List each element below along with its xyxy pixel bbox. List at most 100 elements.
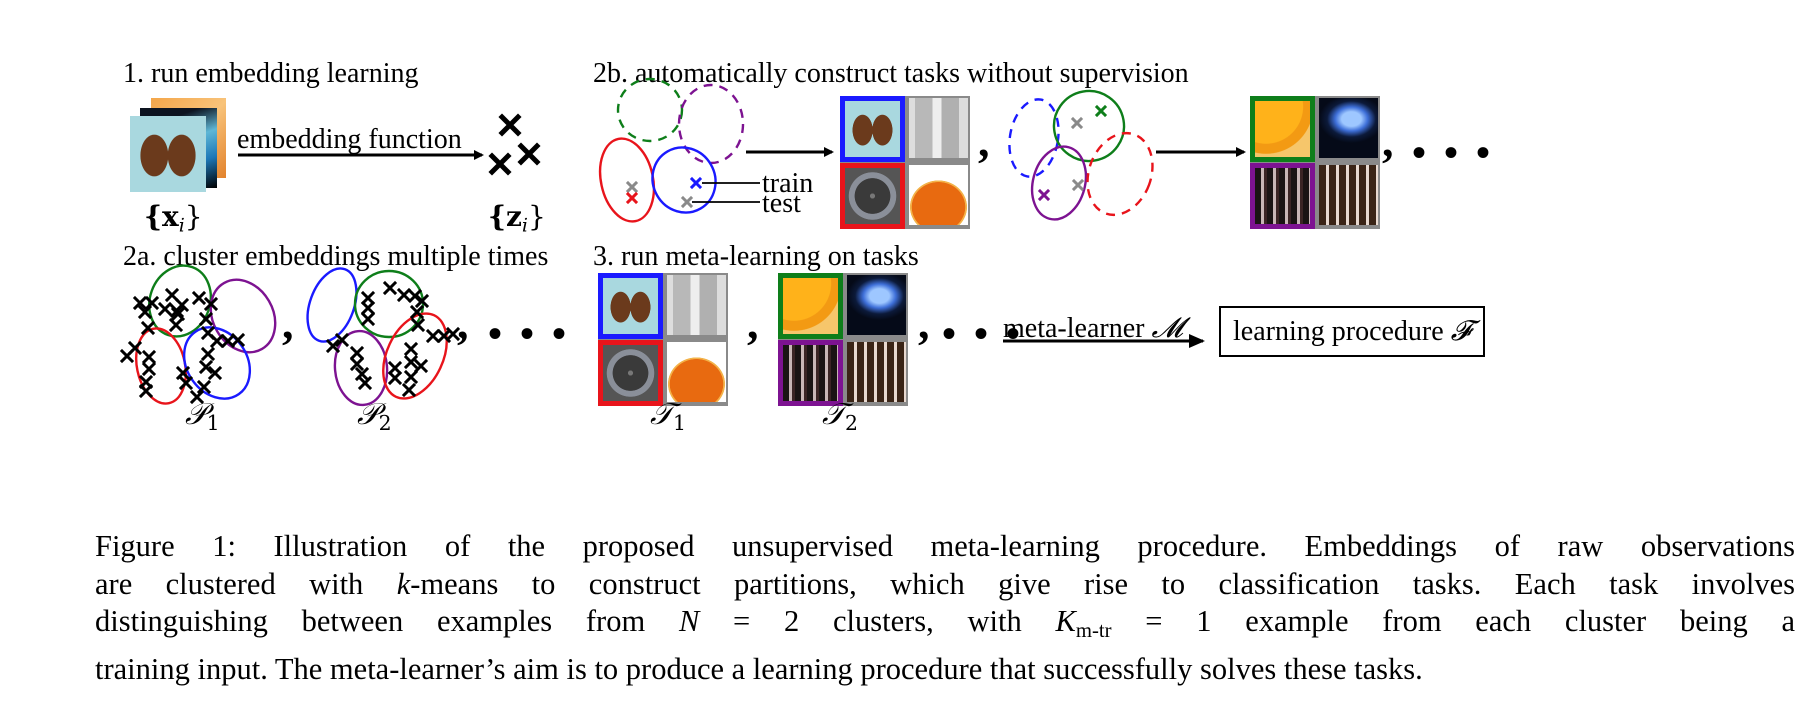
embedding-point-cross [413,358,429,374]
embedding-point-cross [141,361,157,377]
embedding-point-cross [349,345,365,361]
embedding-point-cross [170,306,186,322]
task-image-sandals [598,273,663,339]
step2b-title: 2b. automatically construct tasks withou… [593,58,1189,89]
task-image-speaker [840,163,905,229]
output-set-label: {zi} [488,200,546,237]
embedding-point-cross [203,296,219,312]
embedding-point-cross [403,354,419,370]
cluster-ellipse [598,137,656,223]
figure-graphics [119,77,1246,407]
test-label: test [762,188,801,219]
embedding-point-cross [174,297,190,313]
step1-title: 1. run embedding learning [123,58,419,89]
ellipsis: • • • [488,311,571,356]
cluster-ellipse [677,83,745,165]
task-image-jellyfish [847,275,906,335]
partition-1-label: 𝒫1 [185,397,220,436]
embedding-point-cross [191,290,207,306]
embedding-point-cross [396,287,412,303]
embedding-point-cross [403,341,419,357]
embedding-point-cross [178,375,194,391]
separator-comma: , [918,297,930,348]
embedding-point-cross [403,369,419,385]
task-image-jellyfish [1319,98,1378,158]
embedding-point-cross [360,290,376,306]
task-grid [840,96,970,229]
embedding-point-cross [498,113,522,137]
cluster-ellipse [1086,131,1154,217]
task-image-shakers [909,98,968,158]
embedding-point-cross [360,311,376,327]
cluster-ellipse [382,312,448,400]
embedding-point-cross [488,152,512,176]
embedding-point-cross [138,374,154,390]
embedding-function-label: embedding function [237,124,462,155]
embedding-point-cross [414,293,430,309]
input-set-label: {xi} [144,200,203,237]
cluster-ellipse [306,267,358,343]
embedding-point-cross [680,195,694,209]
embedding-point-cross [382,280,398,296]
embedding-point-cross [689,176,703,190]
embedding-point-cross [198,311,214,327]
embedding-point-cross [360,300,376,316]
raw-image-stack [130,98,230,194]
embedding-point-cross [1071,178,1085,192]
task-image-bottles [1319,165,1378,225]
embedding-point-cross [207,365,223,381]
embedding-point-cross [625,180,639,194]
cluster-ellipse [148,264,212,338]
embedding-point-cross [144,295,160,311]
figure-caption: Figure 1: Illustration of the proposed u… [95,528,1795,688]
meta-learner-label: meta-learner 𝓜 [1003,311,1183,344]
task-image-lipstick [1250,163,1315,229]
step3-title: 3. run meta-learning on tasks [593,241,919,272]
embedding-point-cross [334,332,350,348]
embedding-point-cross [409,304,425,320]
caption-line-1: Figure 1: Illustration of the proposed u… [95,529,1795,563]
embedding-point-cross [1037,188,1051,202]
cluster-ellipse [182,326,252,400]
caption-line-2: are clustered with k-means to construct … [95,566,1795,601]
embedding-point-cross [200,346,216,362]
separator-comma: , [747,297,759,348]
embedding-point-cross [1070,116,1084,130]
task-grid-t1 [598,273,728,406]
embedding-point-cross [625,191,639,205]
caption-line-3: distinguishing between examples from N =… [95,604,1796,643]
stack-image-front [130,116,206,192]
train-label: train [762,168,814,199]
task-image-sandals [840,96,905,162]
embedding-point-cross [175,365,191,381]
cluster-ellipse [651,146,717,214]
separator-comma: , [978,115,990,166]
cluster-ellipse [616,77,684,143]
embedding-point-cross [357,375,373,391]
task-image-lipstick [778,340,843,406]
embedding-point-cross [164,287,180,303]
partition-2-label: 𝒫2 [357,397,392,436]
task-grid [1250,96,1380,229]
cluster-ellipse [333,329,389,407]
task-grid-t2 [778,273,908,406]
separator-comma: , [282,297,294,348]
embedding-point-cross [445,326,461,342]
task-image-orange-slice [1250,96,1315,162]
embedding-point-cross [387,370,403,386]
embedding-point-cross [198,359,214,375]
task-image-shakers [667,275,726,335]
embedding-point-cross [220,333,236,349]
embedding-point-cross [387,360,403,376]
embedding-point-cross [132,295,148,311]
embedding-point-cross [138,383,154,399]
task-1-label: 𝒯1 [650,397,686,436]
embedding-point-cross [140,320,156,336]
ellipsis: • • • [1412,130,1495,175]
embedding-point-cross [230,332,246,348]
embedding-point-cross [196,379,212,395]
embedding-point-cross [410,317,426,333]
task-image-orange-slice [778,273,843,339]
embedding-point-cross [325,338,341,354]
embedding-point-cross [401,382,417,398]
